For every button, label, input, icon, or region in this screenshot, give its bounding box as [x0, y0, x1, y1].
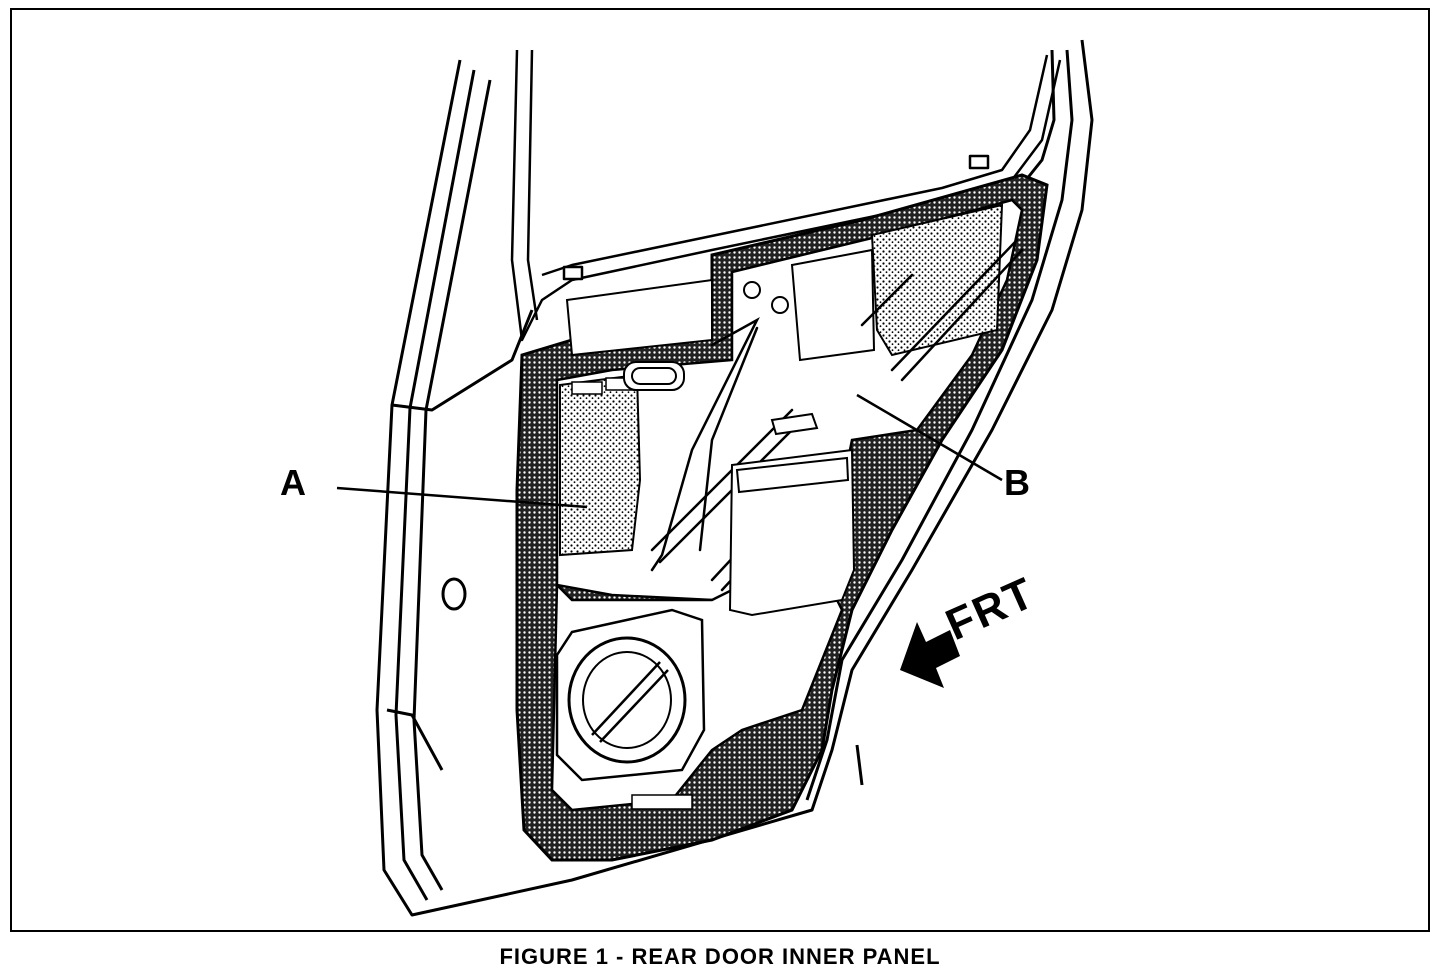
callout-label-a: A — [280, 462, 306, 503]
rear-door-illustration — [336, 39, 1094, 917]
callout-leaders — [336, 393, 1003, 509]
foam-pad-a — [559, 373, 642, 557]
lower-access-hole — [728, 412, 856, 617]
speaker-assembly — [555, 608, 706, 810]
callout-label-b: B — [1004, 462, 1030, 503]
regulator-rails — [650, 238, 1024, 592]
door-shell — [375, 39, 1094, 917]
figure-caption: FIGURE 1 - REAR DOOR INNER PANEL — [499, 944, 941, 969]
upper-openings — [565, 248, 876, 391]
figure-frame — [10, 8, 1430, 932]
door-side-hole — [441, 577, 467, 611]
window-frame — [510, 49, 1062, 342]
foam-pad-upper — [870, 203, 1004, 357]
arrow-left-icon — [900, 622, 960, 688]
